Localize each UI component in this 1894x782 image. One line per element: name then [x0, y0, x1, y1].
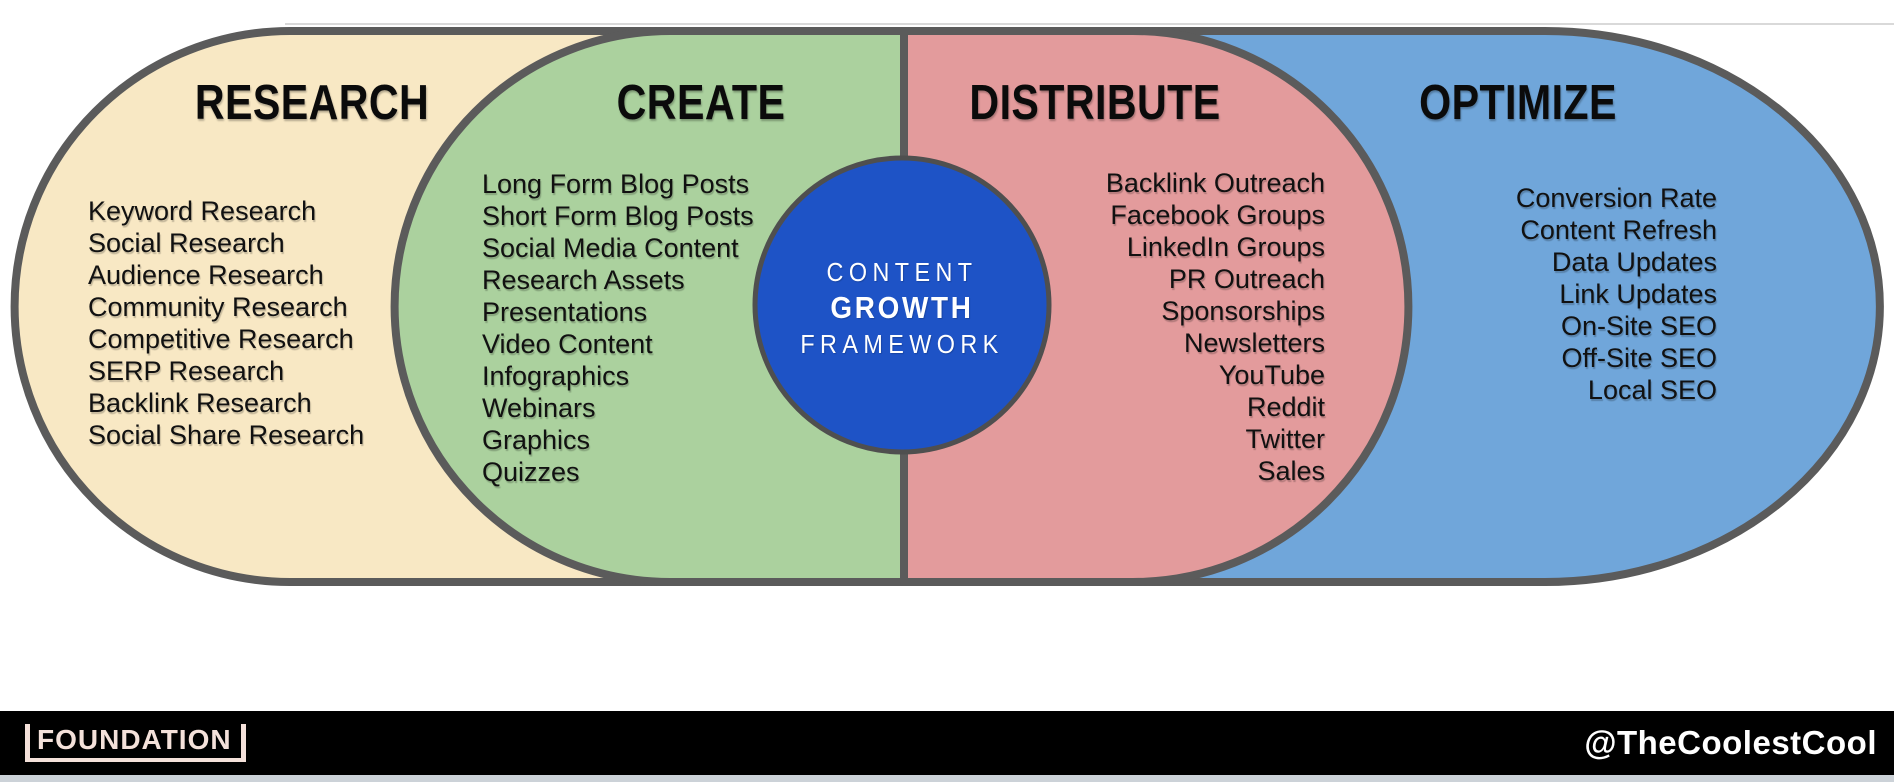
circle-title-line-growth: GROWTH: [830, 290, 974, 325]
footer-bar: FOUNDATION @TheCoolestCool: [0, 711, 1894, 775]
social-handle: @TheCoolestCool: [1584, 724, 1877, 761]
list-item: Local SEO: [1587, 375, 1717, 405]
foundation-brand-logo: FOUNDATION: [25, 724, 246, 762]
list-item: Social Share Research: [88, 420, 365, 450]
list-item: PR Outreach: [1168, 264, 1325, 294]
list-item: Conversion Rate: [1515, 183, 1717, 213]
list-item: Twitter: [1245, 424, 1325, 454]
section-header-optimize: OPTIMIZE: [1419, 76, 1617, 130]
create-pill-shape: [390, 27, 908, 586]
list-item: Content Refresh: [1520, 215, 1717, 245]
list-item: Sales: [1257, 456, 1325, 486]
list-item: Quizzes: [482, 457, 580, 487]
list-item: Data Updates: [1551, 247, 1717, 277]
list-item: Audience Research: [88, 260, 324, 290]
list-item: Graphics: [482, 425, 591, 455]
list-item: YouTube: [1218, 360, 1325, 390]
list-item: LinkedIn Groups: [1126, 232, 1325, 262]
list-item: Infographics: [482, 361, 630, 391]
list-item: Sponsorships: [1161, 296, 1325, 326]
list-item: Reddit: [1246, 392, 1325, 422]
list-item: Competitive Research: [88, 324, 354, 354]
list-item: Newsletters: [1183, 328, 1325, 358]
circle-title-line-content: CONTENT: [826, 257, 978, 287]
circle-title-line-framework: FRAMEWORK: [800, 329, 1004, 359]
list-item: On-Site SEO: [1560, 311, 1717, 341]
list-item: SERP Research: [88, 356, 285, 386]
section-header-create: CREATE: [616, 76, 786, 130]
list-item: Backlink Outreach: [1105, 168, 1325, 198]
list-item: Presentations: [482, 297, 648, 327]
distribute-pill-shape: [900, 27, 1413, 586]
list-item: Webinars: [482, 393, 596, 423]
list-item: Community Research: [88, 292, 348, 322]
list-item: Facebook Groups: [1110, 200, 1325, 230]
section-header-research: RESEARCH: [194, 76, 430, 130]
section-header-distribute: DISTRIBUTE: [969, 76, 1221, 130]
bottom-edge-strip: [0, 775, 1894, 782]
list-item: Video Content: [482, 329, 653, 359]
list-item: Research Assets: [482, 265, 685, 295]
list-item: Backlink Research: [88, 388, 312, 418]
center-circle: [752, 155, 1052, 455]
list-item: Keyword Research: [88, 196, 317, 226]
list-item: Long Form Blog Posts: [482, 169, 750, 199]
list-item: Short Form Blog Posts: [482, 201, 754, 231]
list-item: Off-Site SEO: [1561, 343, 1717, 373]
list-item: Social Media Content: [482, 233, 739, 263]
list-item: Social Research: [88, 228, 285, 258]
list-item: Link Updates: [1559, 279, 1717, 309]
